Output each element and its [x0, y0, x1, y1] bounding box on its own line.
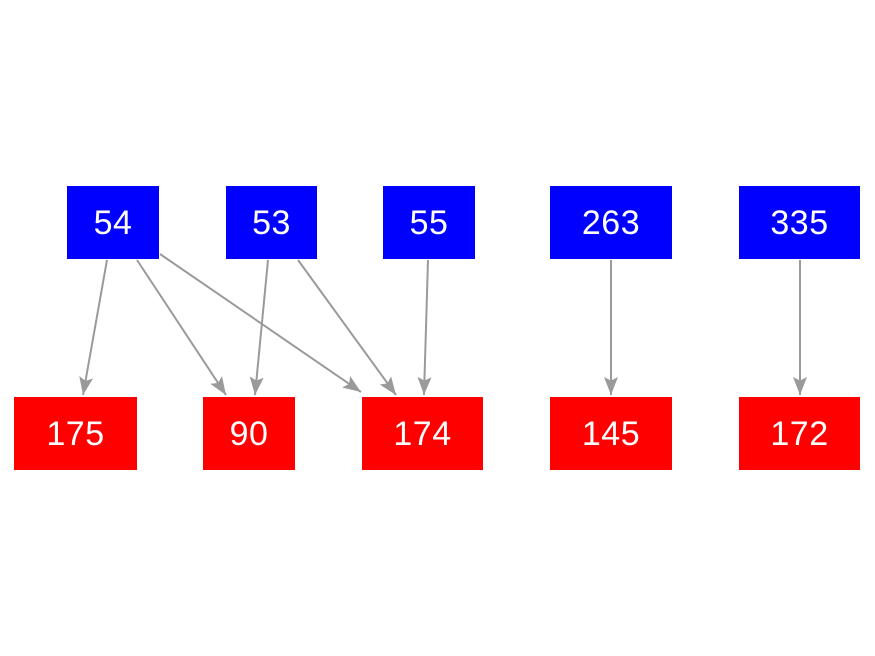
node-label: 55: [409, 203, 449, 242]
node-label: 54: [93, 203, 133, 242]
node-label: 175: [46, 414, 105, 453]
node-label: 90: [229, 414, 269, 453]
node-label: 263: [581, 203, 641, 242]
node-label: 335: [770, 203, 829, 242]
node-174: 174: [362, 397, 483, 470]
node-label: 53: [252, 203, 291, 242]
node-53: 53: [226, 186, 317, 259]
node-label: 172: [770, 414, 829, 453]
edge-54-to-175: [79, 259, 108, 396]
node-54: 54: [67, 186, 159, 259]
node-263: 263: [550, 186, 672, 259]
edge-53-to-174: [297, 259, 397, 396]
node-172: 172: [739, 397, 860, 470]
node-label: 174: [393, 414, 452, 453]
node-90: 90: [203, 397, 295, 470]
node-145: 145: [550, 397, 672, 470]
node-55: 55: [383, 186, 475, 259]
edge-55-to-174: [417, 259, 432, 396]
node-335: 335: [739, 186, 860, 259]
node-label: 145: [581, 414, 641, 453]
edge-53-to-90: [249, 259, 269, 396]
edge-54-to-174: [159, 253, 362, 393]
edge-54-to-90: [136, 259, 227, 396]
node-175: 175: [14, 397, 137, 470]
